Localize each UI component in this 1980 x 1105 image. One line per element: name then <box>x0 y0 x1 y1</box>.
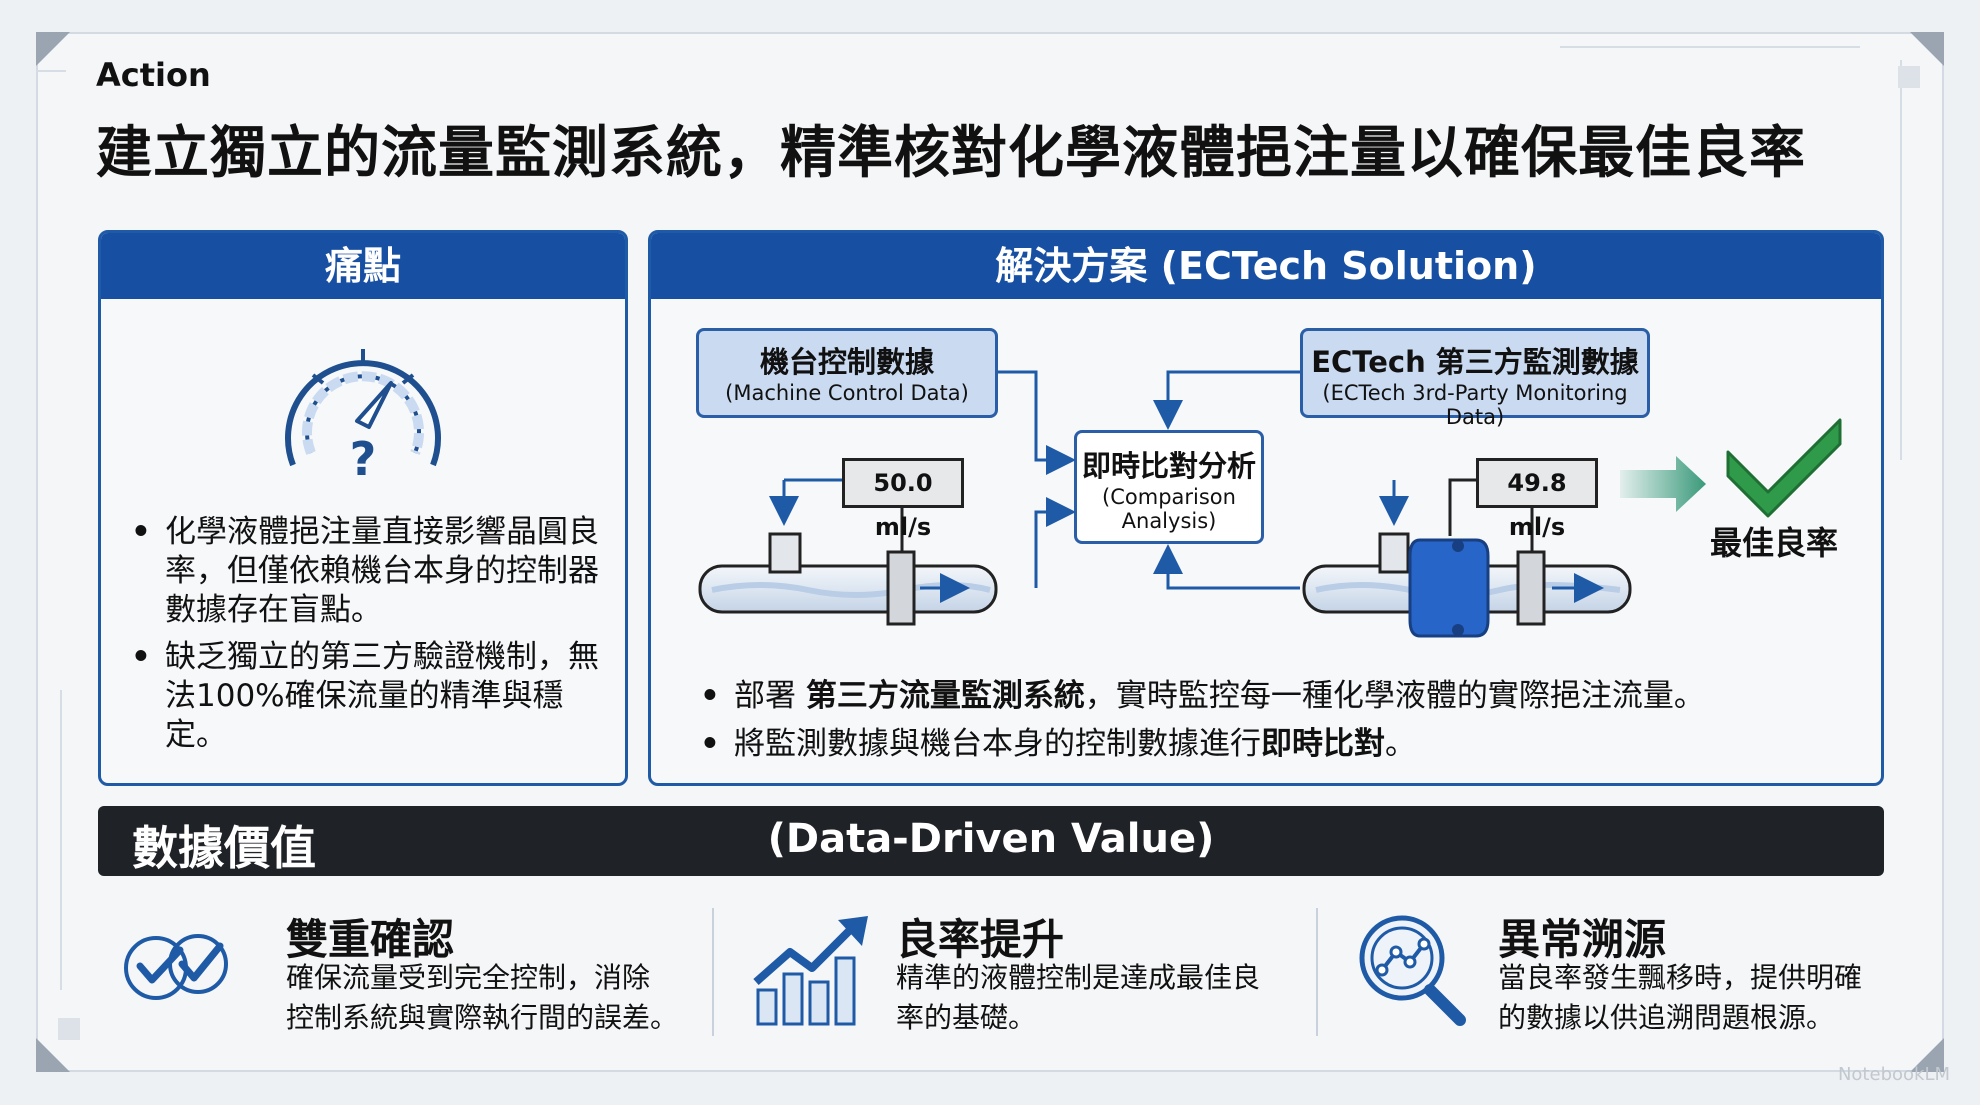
page-title: 建立獨立的流量監測系統，精準核對化學液體挹注量以確保最佳良率 <box>96 121 1806 186</box>
connector-ectech-pipe-to-compare <box>1153 544 1300 590</box>
connector-machine-to-compare <box>998 370 1076 475</box>
pain-point-item: 化學液體挹注量直接影響晶圓良率，但僅依賴機台本身的控制器數據存在盲點。 <box>131 513 611 630</box>
value-desc-line: 率的基礎。 <box>896 1001 1037 1034</box>
solution-item-1-pre: 部署 <box>734 678 806 714</box>
solution-list: 部署 第三方流量監測系統，實時監控每一種化學液體的實際挹注流量。 將監測數據與機… <box>700 672 1860 768</box>
solution-item-2-bold: 即時比對 <box>1261 726 1385 762</box>
data-value-title: 數據價值 <box>132 821 316 875</box>
ectech-box-title: ECTech 第三方監測數據 <box>1311 345 1639 379</box>
comparison-analysis-box: 即時比對分析 (Comparison Analysis) <box>1074 430 1264 544</box>
solution-item-1-post: ，實時監控每一種化學液體的實際挹注流量。 <box>1084 678 1705 714</box>
value-desc-line: 的數據以供追溯問題根源。 <box>1498 1001 1835 1034</box>
best-yield-label: 最佳良率 <box>1710 524 1839 562</box>
ectech-flow-readout: 49.8 ml/s <box>1476 458 1598 541</box>
value-desc-line: 當良率發生飄移時，提供明確 <box>1498 961 1863 994</box>
connector-ectech-to-compare <box>1153 370 1300 430</box>
value-title-double-check: 雙重確認 <box>286 915 455 964</box>
data-value-subtitle: (Data-Driven Value) <box>767 816 1215 862</box>
gauge-question-icon: ? <box>285 349 441 485</box>
ectech-monitoring-data-box: ECTech 第三方監測數據 (ECTech 3rd-Party Monitor… <box>1300 328 1650 429</box>
value-title-yield-up: 良率提升 <box>896 915 1065 964</box>
decor-line <box>36 70 66 72</box>
data-value-bar: (Data-Driven Value) 數據價值 <box>98 806 1884 876</box>
value-divider <box>712 908 714 1036</box>
pain-point-heading: 痛點 <box>101 233 625 299</box>
solution-item-1-bold: 第三方流量監測系統 <box>805 678 1085 714</box>
result-arrow-icon <box>1620 456 1706 512</box>
magnifier-chart-icon <box>1359 915 1466 1026</box>
decor-line <box>60 690 62 990</box>
value-desc-line: 控制系統與實際執行間的誤差。 <box>286 1001 679 1034</box>
machine-box-title: 機台控制數據 <box>759 345 934 379</box>
machine-control-data-box: 機台控制數據 (Machine Control Data) <box>696 328 998 418</box>
ectech-box-subtitle: (ECTech 3rd-Party Monitoring Data) <box>1322 381 1628 429</box>
value-divider <box>1316 908 1318 1036</box>
machine-pipe <box>698 478 998 626</box>
compare-box-subtitle-1: (Comparison <box>1102 485 1236 509</box>
action-label: Action <box>96 56 211 94</box>
svg-text:?: ? <box>350 432 377 485</box>
decor-line <box>1560 46 1860 48</box>
compare-box-subtitle-2: Analysis) <box>1121 509 1217 533</box>
machine-flow-readout: 50.0 ml/s <box>842 458 964 541</box>
solution-heading: 解決方案 (ECTech Solution) <box>651 233 1881 299</box>
checkmark-icon <box>1726 418 1842 518</box>
value-desc-yield-up: 精準的液體控制是達成最佳良 率的基礎。 <box>896 958 1260 1038</box>
decor-line <box>1900 60 1902 460</box>
growth-chart-icon <box>753 916 868 1026</box>
machine-box-subtitle: (Machine Control Data) <box>725 381 969 405</box>
pain-point-item: 缺乏獨立的第三方驗證機制，無法100%確保流量的精準與穩定。 <box>131 638 611 755</box>
compare-box-title: 即時比對分析 <box>1081 449 1256 483</box>
solution-item-2-pre: 將監測數據與機台本身的控制數據進行 <box>734 726 1261 762</box>
value-title-root-cause: 異常溯源 <box>1498 915 1667 964</box>
solution-item: 將監測數據與機台本身的控制數據進行即時比對。 <box>700 720 1860 768</box>
pain-point-list: 化學液體挹注量直接影響晶圓良率，但僅依賴機台本身的控制器數據存在盲點。 缺乏獨立… <box>131 513 611 755</box>
solution-item: 部署 第三方流量監測系統，實時監控每一種化學液體的實際挹注流量。 <box>700 672 1860 720</box>
double-check-icon <box>124 934 228 1000</box>
pain-point-panel: 痛點 ? 化學液體挹注量直接影響晶圓良率，但僅依賴機台本身的控制器數據存在盲點。… <box>98 230 628 786</box>
ectech-pipe <box>1302 478 1632 638</box>
solution-item-2-post: 。 <box>1385 726 1416 762</box>
value-desc-line: 確保流量受到完全控制，消除 <box>286 961 651 994</box>
watermark: NotebookLM <box>1837 1064 1950 1085</box>
value-desc-double-check: 確保流量受到完全控制，消除 控制系統與實際執行間的誤差。 <box>286 958 678 1038</box>
value-desc-line: 精準的液體控制是達成最佳良 <box>896 961 1261 994</box>
value-desc-root-cause: 當良率發生飄移時，提供明確 的數據以供追溯問題根源。 <box>1498 958 1862 1038</box>
connector-pipe-to-compare <box>1034 497 1076 588</box>
